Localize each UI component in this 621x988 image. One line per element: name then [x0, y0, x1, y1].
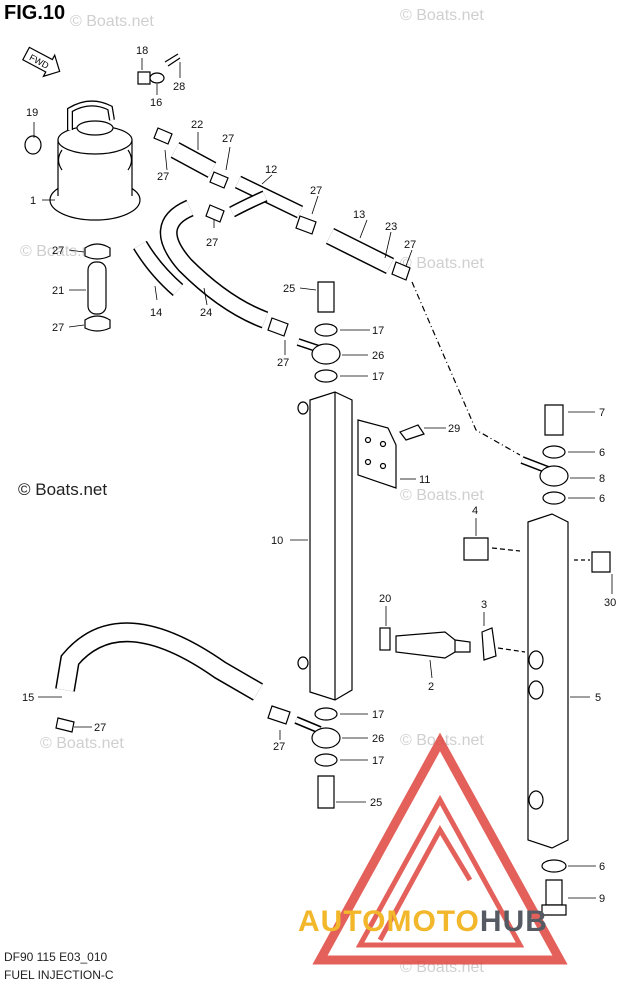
callout-28: 28	[173, 81, 185, 93]
callout-10: 10	[271, 535, 283, 547]
callout-27: 27	[52, 322, 64, 334]
callout-27: 27	[310, 185, 322, 197]
leader-lines	[33, 58, 613, 899]
watermark-text: © Boats.net	[400, 255, 484, 272]
callout-26: 26	[372, 350, 384, 362]
callout-16: 16	[150, 97, 162, 109]
callout-27: 27	[52, 245, 64, 257]
callout-17: 17	[372, 709, 384, 721]
parts-linework	[24, 53, 611, 916]
callout-6: 6	[599, 861, 605, 873]
callout-11: 11	[419, 474, 430, 486]
callout-27: 27	[404, 239, 416, 251]
fuel-filter	[49, 100, 141, 221]
callout-14: 14	[150, 307, 162, 319]
watermark-text: © Boats.net	[70, 13, 154, 30]
watermark-large: © Boats.net	[18, 480, 108, 499]
callout-25: 25	[283, 283, 295, 295]
callout-27: 27	[273, 741, 285, 753]
callout-3: 3	[481, 599, 487, 611]
brand-logo-icon	[312, 732, 568, 965]
brand-part1: AUTOMOTO	[298, 905, 480, 938]
watermark-text: © Boats.net	[400, 7, 484, 24]
footer-code: DF90 115 E03_010	[4, 950, 108, 964]
watermark-text: © Boats.net	[400, 487, 484, 504]
callout-19: 19	[26, 107, 38, 119]
callout-2: 2	[428, 681, 434, 693]
callout-27: 27	[206, 237, 218, 249]
callout-15: 15	[22, 692, 34, 704]
callout-26: 26	[372, 733, 384, 745]
callout-12: 12	[265, 164, 277, 176]
callout-20: 20	[379, 593, 391, 605]
callout-8: 8	[599, 473, 605, 485]
brand-part2: HUB	[479, 905, 548, 938]
callout-24: 24	[200, 307, 212, 319]
watermark-text: © Boats.net	[20, 243, 104, 260]
callout-4: 4	[472, 505, 478, 517]
callout-7: 7	[599, 407, 605, 419]
callout-17: 17	[372, 325, 384, 337]
callout-27: 27	[222, 133, 234, 145]
callout-27: 27	[157, 171, 169, 183]
callout-22: 22	[191, 119, 203, 131]
callout-6: 6	[599, 493, 605, 505]
callout-13: 13	[353, 209, 365, 221]
callout-25: 25	[370, 797, 382, 809]
callout-29: 29	[448, 423, 460, 435]
callout-27: 27	[277, 357, 289, 369]
callout-9: 9	[599, 893, 605, 905]
callout-labels: 1 2 3 4 5 6 6 6 7 8 9 10 11 12 13 14 15 …	[22, 45, 616, 905]
callout-30: 30	[604, 597, 616, 609]
callout-1: 1	[30, 195, 36, 207]
watermark-text: © Boats.net	[40, 735, 124, 752]
callout-27: 27	[94, 722, 106, 734]
callout-18: 18	[136, 45, 148, 57]
callout-17: 17	[372, 371, 384, 383]
callout-5: 5	[595, 692, 601, 704]
brand-wordmark: AUTOMOTOHUB	[298, 905, 548, 939]
callout-23: 23	[385, 221, 397, 233]
callout-21: 21	[52, 285, 64, 297]
callout-17: 17	[372, 755, 384, 767]
footer-caption: FUEL INJECTION-C	[4, 968, 114, 982]
figure-title: FIG.10	[4, 2, 66, 24]
fwd-arrow-icon: FWD	[22, 46, 61, 78]
callout-6: 6	[599, 447, 605, 459]
